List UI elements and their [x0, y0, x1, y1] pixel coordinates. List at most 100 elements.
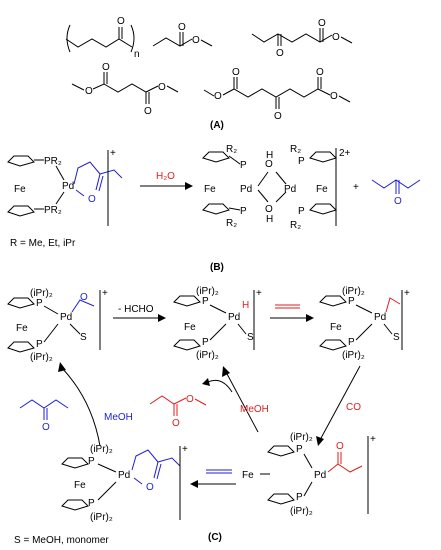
pd-ethyl-complex: (iPr)₂ P Fe Pd S P (iPr)₂ +: [319, 286, 410, 361]
c4-p-top: P: [296, 444, 303, 455]
c3-p-top: P: [348, 296, 355, 307]
dimer-p-br: P: [298, 206, 305, 217]
methyl-oxohexanoate-structure: O O O: [251, 18, 353, 59]
c5-fe: Fe: [74, 480, 86, 491]
panel-b-label: (B): [210, 262, 224, 273]
charge-2plus: 2+: [339, 148, 351, 159]
dh-o1: O: [214, 91, 222, 102]
ds-o2: O: [102, 62, 110, 73]
c5-pd: Pd: [118, 470, 130, 481]
mp-c-o-carbonyl: O: [172, 418, 180, 429]
co-label: CO: [346, 402, 361, 413]
c2-p-bottom: P: [202, 337, 209, 348]
c5-p-bottom: P: [88, 498, 95, 509]
dimer-r2-br: R₂: [290, 220, 301, 231]
ds-o4: O: [158, 82, 166, 93]
plus-b: +: [353, 182, 359, 193]
r-legend: R = Me, Et, iPr: [10, 238, 76, 249]
ds-o3: O: [144, 106, 152, 117]
methyl-propanoate-c: O O: [149, 394, 207, 429]
pr2-bottom: PR₂: [44, 205, 62, 216]
c4-fe: Fe: [242, 470, 254, 481]
h2o-label: H₂O: [156, 171, 175, 182]
dimethyl-succinate-structure: O O O O: [71, 62, 179, 117]
c5-o: O: [146, 482, 154, 493]
c2-pr2-top: (iPr)₂: [196, 286, 219, 297]
dh-o4: O: [316, 67, 324, 78]
arrow-co: [319, 365, 361, 441]
c4-o: O: [336, 441, 344, 452]
c3-pd: Pd: [374, 312, 386, 323]
pd-hydroxo-dimer: R₂ P Fe Pd P R₂ O H O H Pd P R₂ Fe P R₂: [202, 144, 351, 231]
dimer-p-bl: P: [240, 206, 247, 217]
panel-c-label: (C): [208, 532, 222, 543]
fe-label: Fe: [14, 184, 26, 195]
c3-pr2-top: (iPr)₂: [342, 286, 365, 297]
c2-fe: Fe: [184, 322, 196, 333]
c1-fe: Fe: [16, 323, 28, 334]
dimer-r2-tr: R₂: [290, 144, 301, 155]
ds-o1: O: [85, 86, 93, 97]
c2-pr2-bottom: (iPr)₂: [196, 350, 219, 361]
cp-ring-bottom: [7, 205, 35, 217]
arrow-b-head: [185, 182, 193, 190]
c4-pr2-top: (iPr)₂: [290, 432, 313, 443]
c1-p-top: P: [36, 298, 43, 309]
c3-fe: Fe: [330, 322, 342, 333]
dimer-oh-h-top: H: [266, 150, 273, 161]
arrow-meoh-mid: [225, 371, 259, 433]
pd-hydride-complex: (iPr)₂ P Fe Pd H S P (iPr)₂ +: [173, 286, 262, 361]
polyketone-o: O: [117, 16, 125, 27]
c3-s: S: [393, 332, 400, 343]
c5-pr2-bottom: (iPr)₂: [90, 512, 113, 523]
panel-a: O n O O O O O O: [65, 16, 353, 131]
meoh-left-label: MeOH: [104, 412, 133, 423]
charge-plus-left: +: [110, 148, 116, 159]
mp-c-o-ester: O: [186, 394, 194, 405]
dimer-pd-right: Pd: [284, 184, 296, 195]
c2-s: S: [247, 332, 254, 343]
dh-o3: O: [274, 111, 282, 122]
c1-o: O: [80, 292, 88, 303]
pentanone-c-o: O: [42, 422, 50, 433]
dimer-fe-left: Fe: [204, 184, 216, 195]
c2-h: H: [242, 300, 249, 311]
curved-arrow-ester: [207, 379, 233, 393]
c2-p-top: P: [202, 296, 209, 307]
panel-c: (iPr)₂ P Fe Pd O S P (iPr)₂ + - HCHO (iP…: [7, 286, 410, 546]
panel-a-label: (A): [210, 120, 224, 131]
c3-plus: +: [404, 288, 410, 299]
dimer-r2-tl: R₂: [226, 144, 237, 155]
c1-pr2-top: (iPr)₂: [30, 288, 53, 299]
moh-o-ester: O: [332, 32, 340, 43]
polyketone-structure: O n: [65, 16, 140, 60]
c4-plus: +: [370, 434, 376, 445]
dimer-fe-right: Fe: [316, 184, 328, 195]
panel-b: Fe PR₂ PR₂ Pd O + H₂O R₂ P Fe: [7, 144, 421, 273]
pentanone-b-o: O: [394, 196, 402, 207]
meoh-mid-label: MeOH: [240, 404, 269, 415]
hcho-label: - HCHO: [118, 304, 154, 315]
c5-pr2-top: (iPr)₂: [90, 444, 113, 455]
dh-o5: O: [330, 91, 338, 102]
dimer-p-tl: P: [240, 160, 247, 171]
dimethyl-oxoheptanedioate-structure: O O O O O: [203, 67, 351, 122]
dimer-oh-h-bottom: H: [266, 214, 273, 225]
c1-pd: Pd: [60, 312, 72, 323]
o-chelate: O: [88, 194, 96, 205]
pentanone-product-b: O: [371, 179, 421, 207]
pd-acyl-chelate-complex: Fe PR₂ PR₂ Pd O +: [7, 148, 123, 226]
pd-acyl-complex: P (iPr)₂ Fe Pd O P (iPr)₂ +: [242, 432, 376, 517]
c1-pr2-bottom: (iPr)₂: [30, 352, 53, 363]
c1-plus: +: [102, 288, 108, 299]
dimer-oh-o-bottom: O: [265, 204, 273, 215]
methyl-propanoate-structure: O O: [152, 22, 213, 47]
dimer-r2-bl: R₂: [226, 218, 237, 229]
dimer-oh-o-top: O: [265, 159, 273, 170]
c4-p-bottom: P: [296, 492, 303, 503]
c4-pd: Pd: [314, 470, 326, 481]
c5-p-top: P: [88, 456, 95, 467]
c1-p-bottom: P: [36, 339, 43, 350]
c4-pr2-bottom: (iPr)₂: [290, 506, 313, 517]
